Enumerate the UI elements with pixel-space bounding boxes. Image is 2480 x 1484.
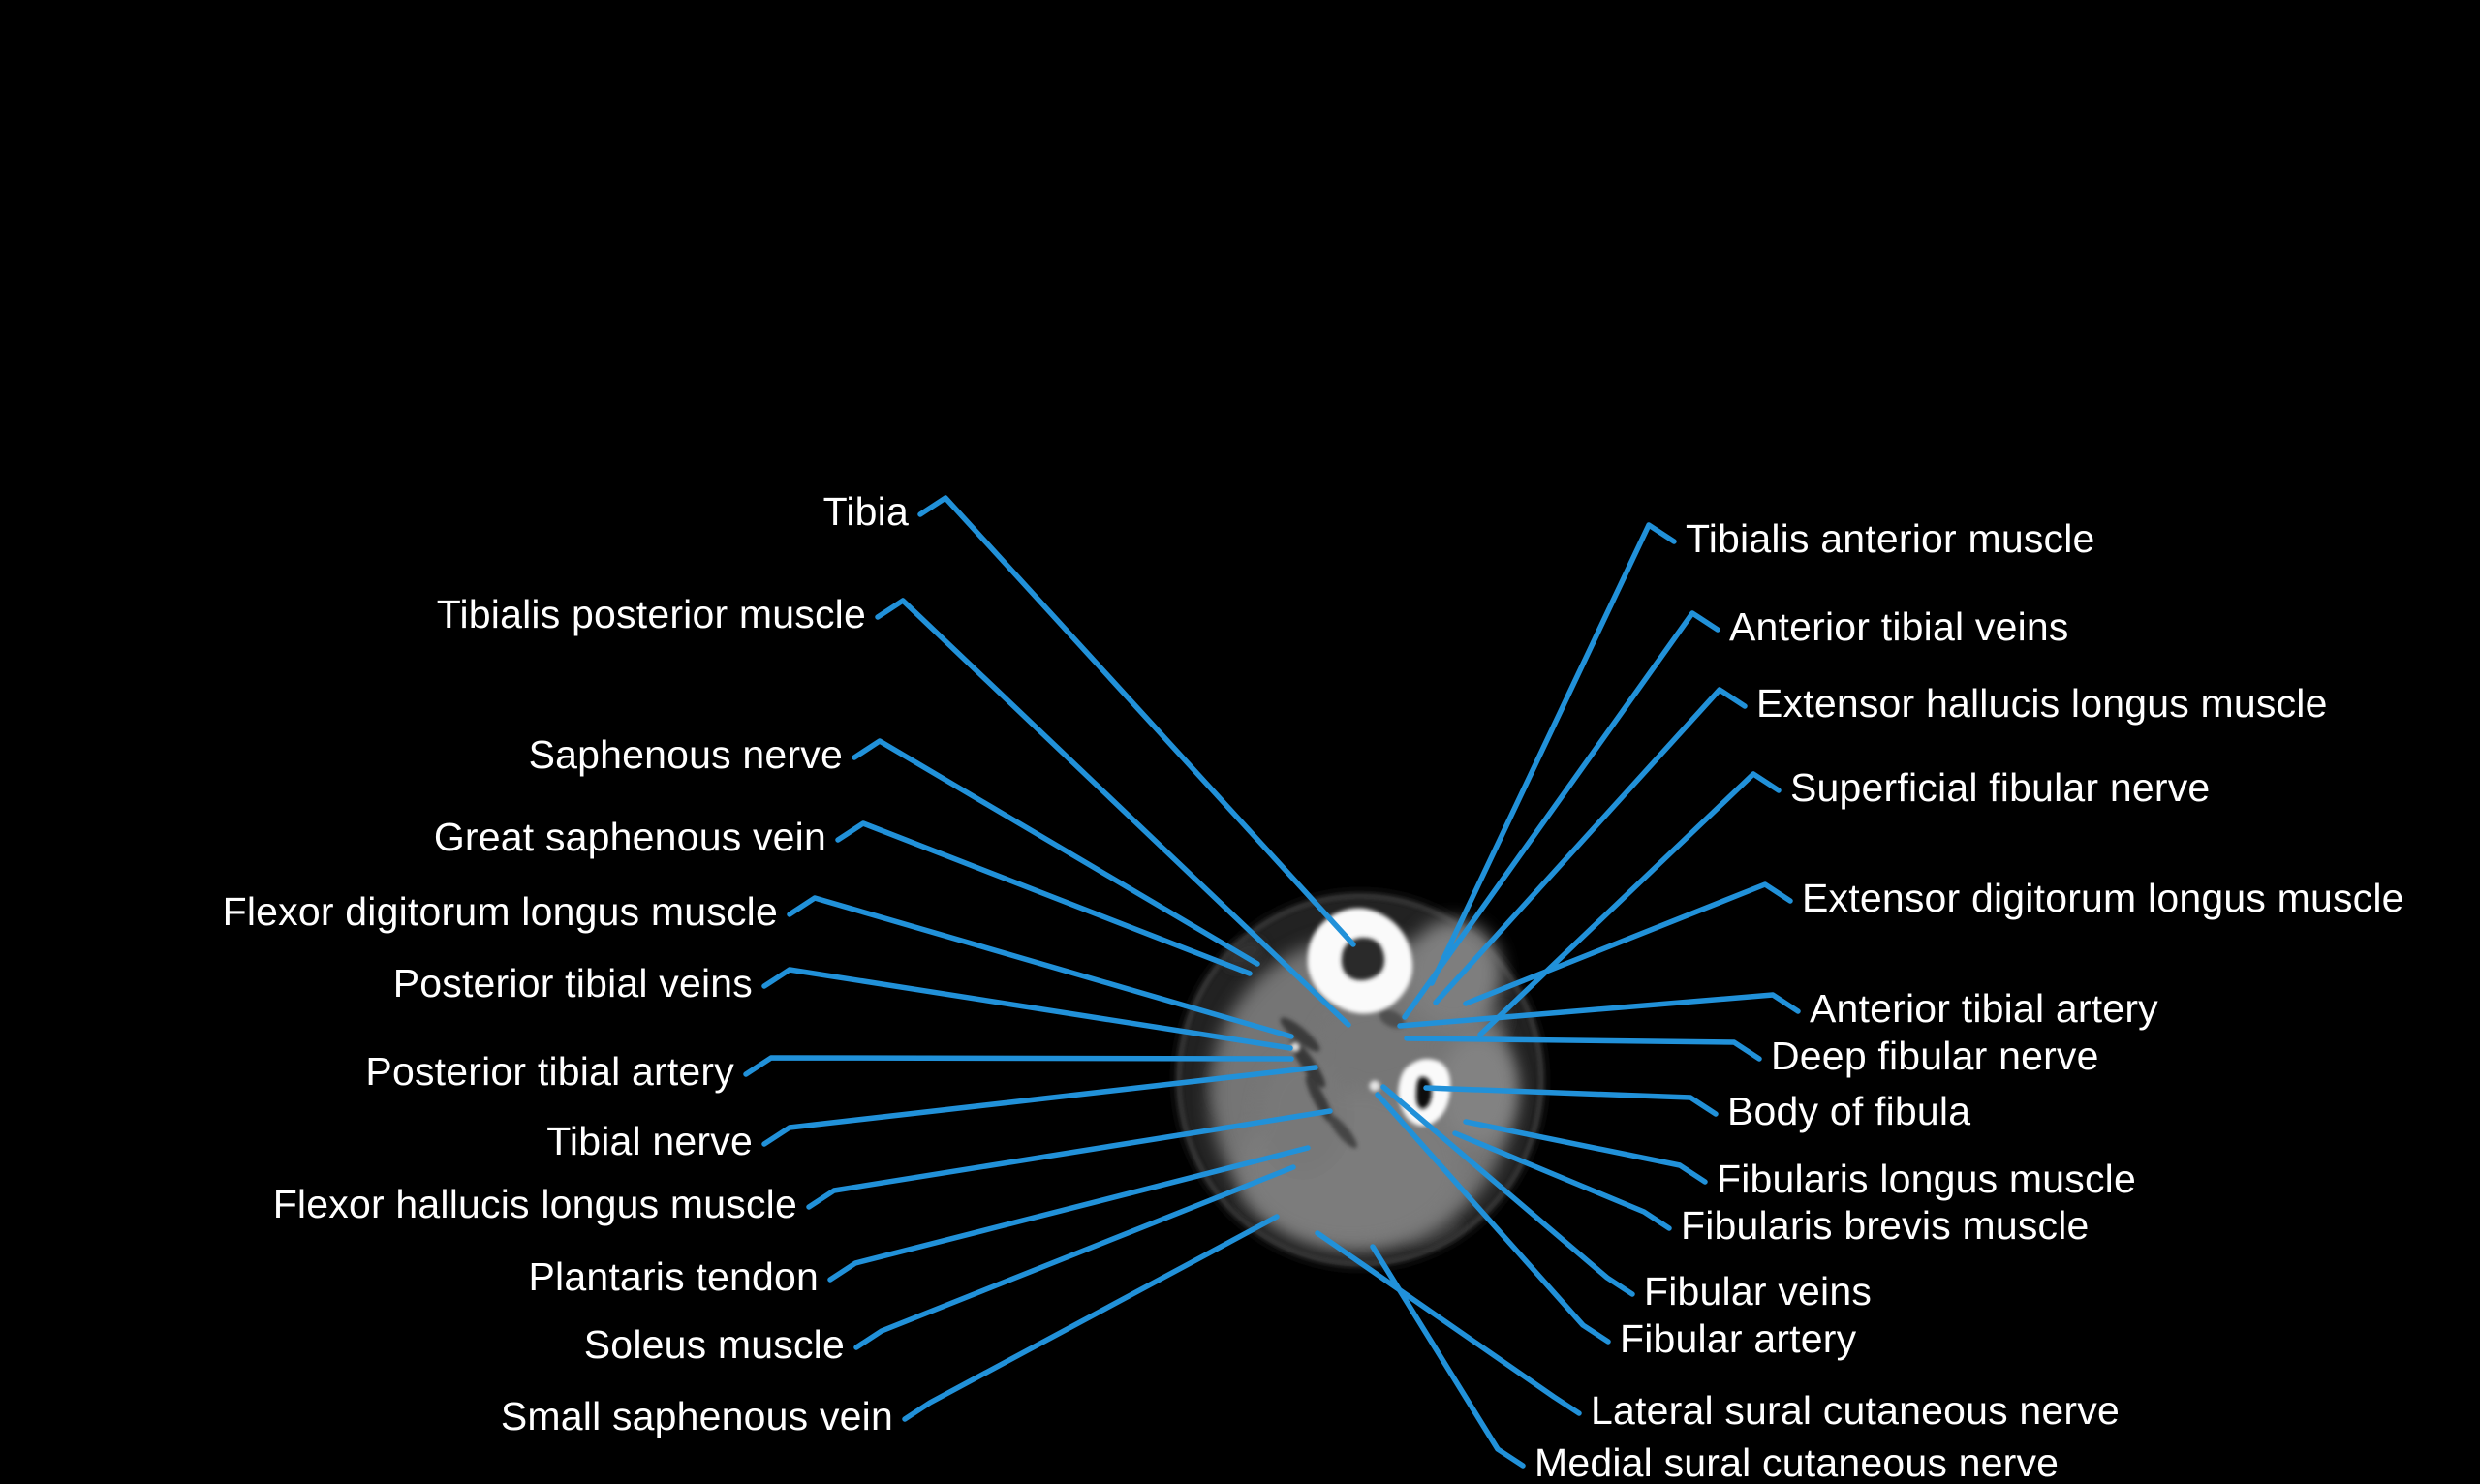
label-soleus-muscle: Soleus muscle	[583, 1322, 845, 1367]
label-superficial-fibular-nerve: Superficial fibular nerve	[1790, 765, 2211, 810]
label-lateral-sural-cutaneous-nerve: Lateral sural cutaneous nerve	[1591, 1388, 2120, 1433]
leader-line-tibialis-posterior-muscle	[875, 598, 1351, 1028]
label-fibular-veins: Fibular veins	[1644, 1269, 1873, 1314]
leader-line-small-saphenous-vein	[902, 1214, 1280, 1422]
leader-line-deep-fibular-nerve	[1404, 1036, 1762, 1062]
label-saphenous-nerve: Saphenous nerve	[528, 732, 843, 777]
label-posterior-tibial-veins: Posterior tibial veins	[392, 961, 753, 1005]
label-posterior-tibial-artery: Posterior tibial artery	[365, 1049, 734, 1094]
label-anterior-tibial-veins: Anterior tibial veins	[1729, 604, 2069, 649]
label-fibularis-brevis-muscle: Fibularis brevis muscle	[1681, 1203, 2090, 1248]
leader-line-soleus-muscle	[853, 1164, 1296, 1350]
leader-line-great-saphenous-vein	[835, 820, 1253, 976]
leader-line-anterior-tibial-artery	[1397, 992, 1801, 1029]
label-fibular-artery: Fibular artery	[1620, 1316, 1857, 1361]
label-fibularis-longus-muscle: Fibularis longus muscle	[1717, 1157, 2136, 1201]
leader-line-saphenous-nerve	[852, 738, 1260, 967]
fibula-medullary-cavity	[1415, 1076, 1432, 1109]
leader-line-fibular-artery	[1375, 1092, 1611, 1345]
leader-line-fibular-veins	[1380, 1084, 1635, 1297]
leader-line-flexor-hallucis-longus-muscle	[806, 1108, 1333, 1210]
leader-line-body-of-fibula	[1423, 1085, 1719, 1117]
leader-line-posterior-tibial-veins	[761, 967, 1293, 1051]
label-plantaris-tendon: Plantaris tendon	[528, 1254, 819, 1299]
leader-line-flexor-digitorum-longus-muscle	[787, 895, 1294, 1039]
leader-line-tibialis-anterior-muscle	[1429, 522, 1677, 986]
leader-line-medial-sural-cutaneous-nerve	[1370, 1244, 1526, 1469]
leader-line-superficial-fibular-nerve	[1477, 771, 1782, 1037]
label-flexor-hallucis-longus-muscle: Flexor hallucis longus muscle	[272, 1182, 797, 1226]
label-flexor-digitorum-longus-muscle: Flexor digitorum longus muscle	[222, 889, 778, 934]
tibia-medullary-cavity	[1341, 937, 1385, 981]
leader-line-extensor-digitorum-longus-muscle	[1463, 881, 1793, 1006]
leader-line-fibularis-brevis-muscle	[1452, 1130, 1672, 1231]
label-anterior-tibial-artery: Anterior tibial artery	[1810, 986, 2158, 1031]
fibular-vessel-dot	[1369, 1080, 1380, 1092]
leader-line-lateral-sural-cutaneous-nerve	[1315, 1230, 1582, 1416]
leader-line-plantaris-tendon	[827, 1145, 1311, 1283]
label-tibial-nerve: Tibial nerve	[546, 1119, 753, 1163]
label-deep-fibular-nerve: Deep fibular nerve	[1771, 1034, 2099, 1078]
leader-line-posterior-tibial-artery	[743, 1055, 1294, 1077]
label-extensor-digitorum-longus-muscle: Extensor digitorum longus muscle	[1802, 876, 2404, 920]
leader-line-tibia	[917, 495, 1356, 947]
leader-line-anterior-tibial-veins	[1402, 610, 1720, 1020]
leader-line-extensor-hallucis-longus-muscle	[1433, 687, 1748, 1005]
label-tibia: Tibia	[822, 489, 909, 534]
label-extensor-hallucis-longus-muscle: Extensor hallucis longus muscle	[1756, 681, 2328, 726]
label-small-saphenous-vein: Small saphenous vein	[500, 1394, 893, 1438]
leader-line-fibularis-longus-muscle	[1463, 1119, 1708, 1185]
label-medial-sural-cutaneous-nerve: Medial sural cutaneous nerve	[1534, 1440, 2060, 1484]
label-body-of-fibula: Body of fibula	[1727, 1089, 1971, 1133]
posterior-tibial-artery-dot	[1290, 1042, 1300, 1052]
leader-line-tibial-nerve	[761, 1065, 1318, 1147]
label-great-saphenous-vein: Great saphenous vein	[433, 815, 826, 859]
label-tibialis-anterior-muscle: Tibialis anterior muscle	[1686, 516, 2095, 561]
label-tibialis-posterior-muscle: Tibialis posterior muscle	[436, 592, 866, 636]
